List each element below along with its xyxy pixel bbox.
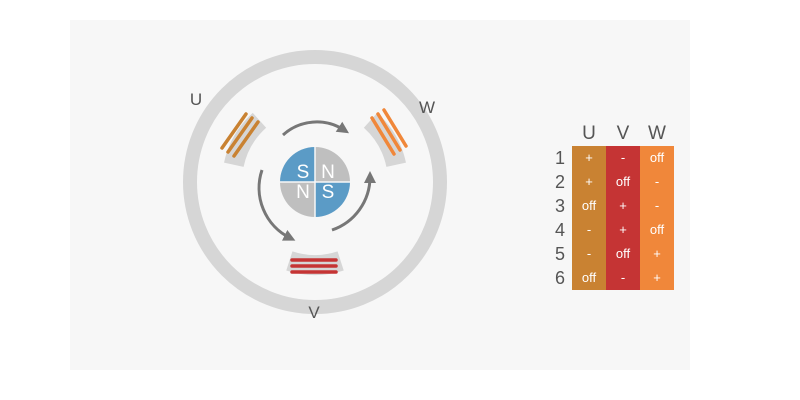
rotation-arrow-top [281, 120, 350, 137]
table-header-corner [548, 122, 572, 146]
table-header-u: U [582, 123, 596, 144]
rotor-quadrant-top-left [280, 147, 315, 182]
table-step-number: 1 [554, 148, 565, 168]
table-cell-w: off [640, 146, 674, 170]
table-cell-w: + [640, 242, 674, 266]
motor-diagram: S N N S U V W [183, 50, 447, 322]
rotor-quadrant-bottom-left [280, 182, 315, 217]
table-step-number: 2 [554, 172, 565, 192]
rotation-arrow-left [257, 169, 296, 241]
rotation-arrow-right [331, 171, 376, 232]
coil-w [370, 108, 408, 156]
phase-label-u: U [190, 90, 202, 109]
table-cell-v: - [606, 146, 640, 170]
rotor-quadrant-top-right [315, 147, 350, 182]
table-cell-w: off [640, 218, 674, 242]
table-cell-w: + [640, 266, 674, 290]
table-header-w: W [648, 123, 666, 144]
table-cell-u: off [572, 194, 606, 218]
rotor-label-top-left: S [297, 162, 310, 183]
table-cell-u: off [572, 266, 606, 290]
rotor-quadrant-bottom-right [315, 182, 350, 217]
pole-v [286, 251, 344, 275]
stator-ring [183, 50, 447, 314]
table-step-number: 6 [554, 268, 565, 288]
table-cell-u: + [572, 146, 606, 170]
table-cell-v: off [606, 242, 640, 266]
table-cell-w: - [640, 170, 674, 194]
table-cell-u: - [572, 218, 606, 242]
table-cell-v: off [606, 170, 640, 194]
table-step-number: 5 [554, 244, 565, 264]
table-cell-v: + [606, 218, 640, 242]
rotor-label-top-right: N [321, 162, 335, 183]
phase-label-v: V [308, 303, 320, 322]
coil-v [290, 258, 338, 274]
table-header-v: V [616, 123, 630, 144]
phase-label-w: W [419, 98, 435, 117]
commutation-table: U V W 1 + - off 2 + off - 3 off + - 4 - … [548, 122, 674, 290]
table-step-number: 4 [554, 220, 565, 240]
table-cell-u: - [572, 242, 606, 266]
rotor-label-bottom-right: S [322, 182, 335, 203]
diagram-panel: S N N S U V W U V W 1 + - off 2 + off - … [70, 20, 690, 370]
table-step-number: 3 [554, 196, 565, 216]
table-cell-w: - [640, 194, 674, 218]
table-cell-v: + [606, 194, 640, 218]
table-cell-v: - [606, 266, 640, 290]
rotor-label-bottom-left: N [296, 182, 310, 203]
table-cell-u: + [572, 170, 606, 194]
coil-u [220, 112, 260, 158]
rotor: S N N S [280, 147, 350, 217]
